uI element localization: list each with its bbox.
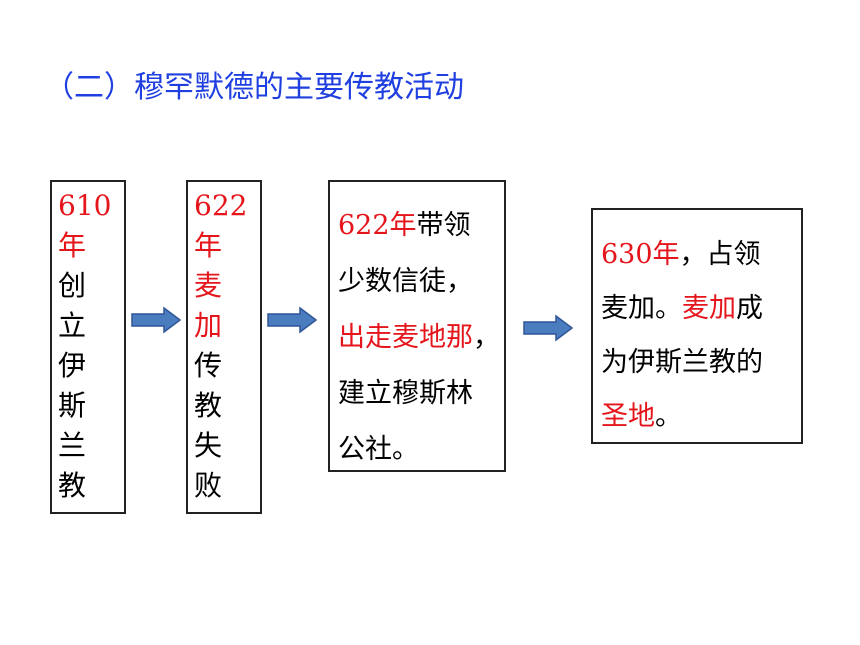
plain-text: ， <box>473 322 500 353</box>
text-line: 兰 <box>58 429 87 462</box>
text-line: 麦 <box>194 269 223 302</box>
plain-text: 麦加。 <box>601 293 682 324</box>
text-line: 公社。 <box>338 434 419 465</box>
highlight-text: 圣地 <box>601 401 655 432</box>
text-line: 败 <box>194 469 223 502</box>
right-arrow-icon <box>523 314 574 342</box>
text-line: 失 <box>194 429 223 462</box>
page-title: （二）穆罕默德的主要传教活动 <box>44 70 464 105</box>
event-text-630: 630年，占领 麦加。麦加成 为伊斯兰教的 圣地。 <box>601 228 801 444</box>
text-line: 加 <box>194 309 223 342</box>
right-arrow-icon <box>131 306 182 334</box>
text-line: 伊 <box>58 349 87 382</box>
text-line: 圣地。 <box>601 390 801 444</box>
text-line: 麦加。麦加成 <box>601 282 801 336</box>
text-line: 622 <box>194 189 248 222</box>
text-line: 年 <box>194 229 223 262</box>
text-line: 610 <box>58 189 112 222</box>
highlight-text: 622年 <box>338 210 417 241</box>
text-line: 立 <box>58 309 87 342</box>
highlight-text: 麦加 <box>682 293 736 324</box>
plain-text: 带领 <box>416 210 471 241</box>
text-line: 创 <box>58 269 87 302</box>
event-text-622-medina: 622年带领 少数信徒， 出走麦地那， 建立穆斯林 公社。 <box>338 198 504 478</box>
text-line: 建立穆斯林 <box>338 378 473 409</box>
right-arrow-icon <box>267 306 318 334</box>
text-line: 为伊斯兰教的 <box>601 347 763 378</box>
text-line: 年 <box>58 229 87 262</box>
text-line: 教 <box>194 389 223 422</box>
highlight-text: 630年 <box>601 239 680 270</box>
event-box-622-medina: 622年带领 少数信徒， 出走麦地那， 建立穆斯林 公社。 <box>328 180 506 472</box>
plain-text: 成 <box>736 293 763 324</box>
text-line: 教 <box>58 469 87 502</box>
text-line: 出走麦地那， <box>338 310 504 366</box>
event-text-610: 610 年 创 立 伊 斯 兰 教 <box>58 186 124 506</box>
highlight-text: 出走麦地那 <box>338 322 473 353</box>
text-line: 斯 <box>58 389 87 422</box>
text-line: 传 <box>194 349 223 382</box>
event-box-610: 610 年 创 立 伊 斯 兰 教 <box>50 180 126 514</box>
event-text-622-mecca: 622 年 麦 加 传 教 失 败 <box>194 186 260 506</box>
plain-text: 。 <box>655 401 682 432</box>
plain-text: ，占领 <box>679 239 761 270</box>
text-line: 622年带领 <box>338 198 504 254</box>
event-box-630: 630年，占领 麦加。麦加成 为伊斯兰教的 圣地。 <box>591 208 803 444</box>
event-box-622-mecca: 622 年 麦 加 传 教 失 败 <box>186 180 262 514</box>
text-line: 少数信徒， <box>338 266 473 297</box>
text-line: 630年，占领 <box>601 228 801 282</box>
